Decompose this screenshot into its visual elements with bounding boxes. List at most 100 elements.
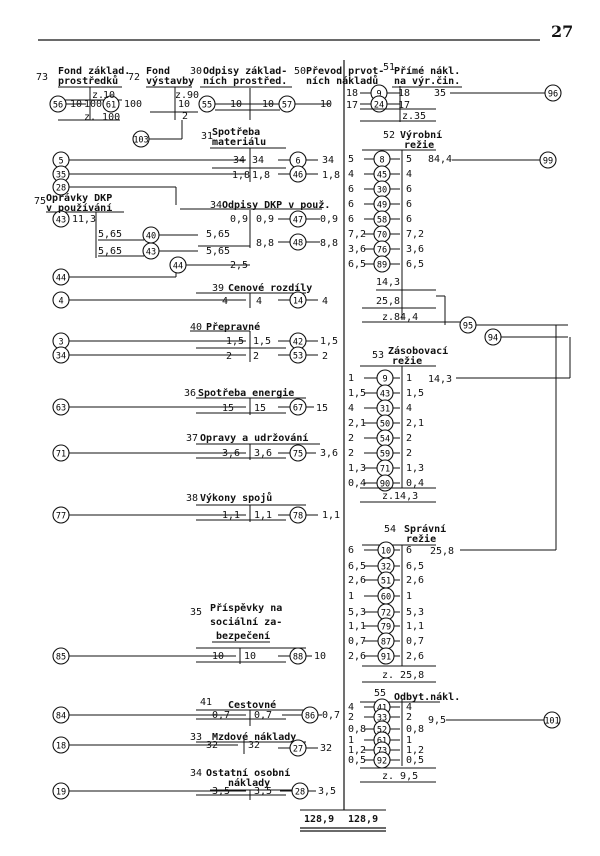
ref-number: 59 (380, 450, 390, 460)
ref-number: 14 (293, 297, 303, 307)
ledger-text: 3,6 (254, 448, 273, 459)
total-value: 128,9 (304, 814, 335, 825)
account-title: prostředků (58, 76, 119, 87)
ledger-text: 0,7 (406, 636, 425, 647)
ref-number: 43 (380, 390, 390, 400)
account-title: Ostatní osobní (206, 768, 291, 779)
ledger-text: 1,1 (348, 621, 367, 632)
ledger-text: 50 (294, 66, 307, 77)
ledger-text: 36 (184, 388, 197, 399)
ledger-text: 6,5 (348, 259, 367, 270)
ledger-text: 2 (226, 351, 233, 362)
ref-number: 44 (173, 262, 183, 272)
ref-number: 96 (548, 90, 558, 100)
ledger-text: 4 (406, 702, 413, 713)
account-title: materiálu (212, 137, 267, 148)
ledger-text: 1 (348, 373, 355, 384)
account-title: Přímé nákl. (394, 66, 461, 77)
ref-number: 85 (56, 653, 66, 663)
ref-number: 90 (380, 480, 390, 490)
account-title: Převod prvot- (306, 66, 385, 77)
account-title: Odpisy základ- (203, 66, 288, 77)
ledger-text: 2,1 (406, 418, 425, 429)
ledger-text: 6 (406, 199, 413, 210)
ref-number: 46 (293, 171, 303, 181)
ledger-text: 10 (178, 99, 191, 110)
ref-number: 94 (488, 334, 498, 344)
ledger-text: 5 (348, 154, 355, 165)
ref-number: 84 (56, 712, 66, 722)
ledger-text: 6,5 (348, 561, 367, 572)
ref-number: 44 (56, 274, 66, 284)
ref-number: 71 (380, 465, 390, 475)
ledger-text: 8,8 (320, 238, 339, 249)
ledger-text: 3,6 (222, 448, 241, 459)
ledger-text: 5,65 (206, 246, 231, 257)
ledger-text: 1,8 (252, 170, 271, 181)
ledger-text: 39 (212, 283, 225, 294)
ledger-text: 2,6 (406, 575, 425, 586)
ref-number: 49 (377, 201, 387, 211)
ledger-text: 3,5 (212, 786, 231, 797)
ref-number: 101 (544, 717, 559, 727)
ref-number: 87 (381, 638, 391, 648)
ledger-text: 5,65 (98, 229, 123, 240)
ledger-text: 1,3 (348, 463, 367, 474)
ledger-text: 6 (348, 545, 355, 556)
ledger-text: 2 (182, 111, 189, 122)
account-title: Odbyt.nákl. (394, 692, 461, 703)
ledger-text: 0,7 (254, 710, 273, 721)
ref-circle (539, 151, 557, 169)
ledger-text: 14,3 (428, 374, 453, 385)
ledger-text: 5,65 (206, 229, 231, 240)
ledger-text: 15 (254, 403, 267, 414)
ledger-text: 1 (406, 735, 413, 746)
ref-number: 33 (377, 714, 387, 724)
ledger-text: 3,6 (348, 244, 367, 255)
ref-number: 32 (381, 563, 391, 573)
ref-number: 50 (380, 420, 390, 430)
ref-number: 43 (56, 216, 66, 226)
ledger-text: 18 (398, 88, 411, 99)
ref-number: 55 (202, 101, 212, 111)
ledger-text: 9,5 (428, 715, 447, 726)
ledger-text: 4 (322, 296, 329, 307)
ledger-text: 10 (70, 99, 83, 110)
account-title: Výkony spojů (200, 493, 273, 504)
ref-number: 9 (376, 90, 381, 100)
account-title: Správní (404, 524, 447, 535)
ledger-text: 33 (190, 732, 203, 743)
ledger-text: 10 (212, 651, 225, 662)
ledger-text: 55 (374, 688, 387, 699)
ledger-text: 4 (348, 403, 355, 414)
account-title: Fond základ. (58, 66, 131, 77)
ledger-text: 2 (406, 712, 413, 723)
ref-number: 70 (377, 231, 387, 241)
ledger-text: 2 (406, 448, 413, 459)
account-title: Oprávky DKP (46, 193, 113, 204)
ledger-text: 0,9 (256, 214, 275, 225)
ledger-text: 7,2 (348, 229, 367, 240)
ledger-text: 8,8 (256, 238, 275, 249)
ref-number: 48 (293, 239, 303, 249)
ledger-text: 100 (124, 99, 143, 110)
ledger-text: 52 (383, 130, 396, 141)
ledger-text: 10 (314, 651, 327, 662)
ledger-text: 1,5 (320, 336, 339, 347)
ref-number: 51 (381, 577, 391, 587)
ledger-text: 0,5 (406, 755, 425, 766)
ref-number: 75 (293, 450, 303, 460)
account-title: Spotřeba energie (198, 388, 295, 399)
ledger-text: 100 (84, 99, 103, 110)
ledger-text: 2,6 (348, 651, 367, 662)
ref-number: 10 (381, 547, 391, 557)
total-value: 128,9 (348, 814, 379, 825)
ledger-text: 1,1 (254, 510, 273, 521)
ledger-text: 4 (222, 296, 229, 307)
account-title: sociální za- (210, 617, 283, 628)
account-title: Příspěvky na (210, 603, 283, 614)
account-title: Mzdové náklady (212, 732, 297, 743)
ref-number: 57 (282, 101, 292, 111)
